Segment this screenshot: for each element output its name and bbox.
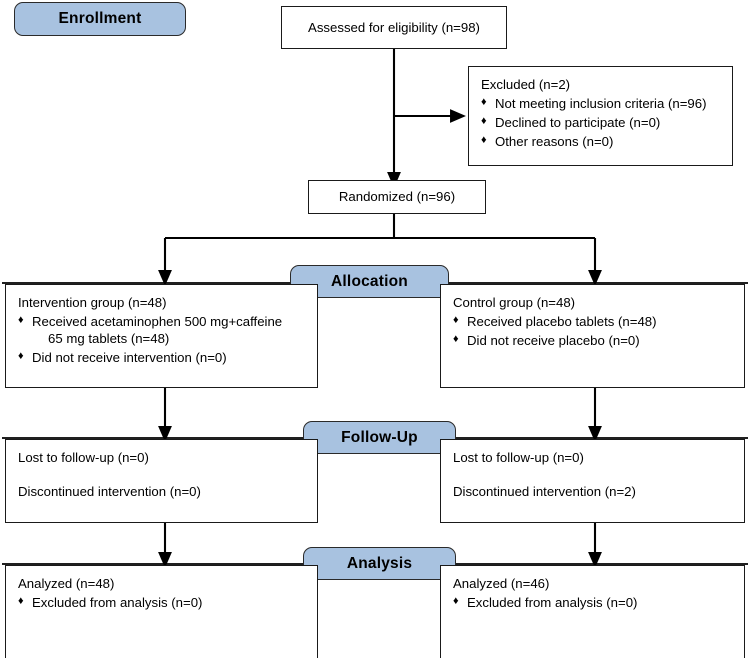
diamond-bullet-icon: ♦ <box>18 350 24 363</box>
list-item: ♦ Did not receive intervention (n=0) <box>18 349 307 366</box>
list-item-label: Did not receive placebo (n=0) <box>467 332 640 348</box>
list-item: ♦ Other reasons (n=0) <box>481 133 722 150</box>
diamond-bullet-icon: ♦ <box>481 95 487 108</box>
box-excluded: Excluded (n=2) ♦ Not meeting inclusion cr… <box>468 66 733 166</box>
box-intervention-analysis: Analyzed (n=48) ♦ Excluded from analysis … <box>5 565 318 658</box>
diamond-bullet-icon: ♦ <box>453 332 459 345</box>
excluded-title: Excluded (n=2) <box>481 77 571 92</box>
stage-label-enrollment: Enrollment <box>58 10 142 27</box>
randomized-title: Randomized (n=96) <box>338 189 456 205</box>
stage-label-followup: Follow-Up <box>341 428 418 446</box>
list-item-label: Received placebo tablets (n=48) <box>467 313 657 329</box>
stage-badge-followup: Follow-Up <box>303 421 456 454</box>
assessed-title: Assessed for eligibility (n=98) <box>308 19 480 35</box>
control-followup-discontinued: Discontinued intervention (n=2) <box>453 484 636 500</box>
box-assessed-for-eligibility: Assessed for eligibility (n=98) <box>281 6 507 49</box>
stage-label-analysis: Analysis <box>346 554 413 572</box>
list-item: ♦ Did not receive placebo (n=0) <box>453 332 734 349</box>
list-item: ♦ Received acetaminophen 500 mg+caffeine <box>18 313 307 330</box>
list-item: ♦ Received placebo tablets (n=48) <box>453 313 734 330</box>
diamond-bullet-icon: ♦ <box>481 133 487 146</box>
diamond-bullet-icon: ♦ <box>18 313 24 326</box>
diamond-bullet-icon: ♦ <box>18 594 24 607</box>
control-analysis-item-list: ♦ Excluded from analysis (n=0) <box>453 594 734 611</box>
stage-badge-analysis: Analysis <box>303 547 456 580</box>
intervention-followup-discontinued: Discontinued intervention (n=0) <box>18 484 201 500</box>
list-item: ♦ Not meeting inclusion criteria (n=96) <box>481 95 722 112</box>
intervention-alloc-item-list: ♦Received acetaminophen 500 mg+caffeine … <box>18 313 307 367</box>
list-item-label: Not meeting inclusion criteria (n=96) <box>495 95 707 111</box>
control-followup-lost: Lost to follow-up (n=0) <box>453 450 584 465</box>
intervention-analysis-title: Analyzed (n=48) <box>18 576 115 591</box>
stage-badge-enrollment: Enrollment <box>14 2 186 36</box>
box-randomized: Randomized (n=96) <box>308 180 486 214</box>
diamond-bullet-icon: ♦ <box>453 313 459 326</box>
diamond-bullet-icon: ♦ <box>481 114 487 127</box>
list-item-label: Declined to participate (n=0) <box>495 114 661 130</box>
control-analysis-title: Analyzed (n=46) <box>453 576 550 591</box>
list-item: ♦ Excluded from analysis (n=0) <box>453 594 734 611</box>
box-control-allocation: Control group (n=48) ♦ Received placebo t… <box>440 284 745 388</box>
stage-label-allocation: Allocation <box>331 272 408 290</box>
box-intervention-followup: Lost to follow-up (n=0) Discontinued int… <box>5 439 318 523</box>
control-alloc-item-list: ♦ Received placebo tablets (n=48) ♦ Did no… <box>453 313 734 349</box>
list-item-label: Excluded from analysis (n=0) <box>32 594 203 610</box>
list-item-label: Received acetaminophen 500 mg+caffeine <box>32 313 283 329</box>
box-control-analysis: Analyzed (n=46) ♦ Excluded from analysis … <box>440 565 745 658</box>
list-item: ♦ Declined to participate (n=0) <box>481 114 722 131</box>
intervention-followup-lost: Lost to follow-up (n=0) <box>18 450 149 465</box>
list-item-label: Excluded from analysis (n=0) <box>467 594 638 610</box>
list-item-label: Did not receive intervention (n=0) <box>32 350 227 366</box>
list-item-label: Other reasons (n=0) <box>495 133 614 149</box>
list-item-continuation: 65 mg tablets (n=48) <box>18 330 307 347</box>
intervention-alloc-title: Intervention group (n=48) <box>18 295 167 310</box>
box-intervention-allocation: Intervention group (n=48) ♦ Received acet… <box>5 284 318 388</box>
diamond-bullet-icon: ♦ <box>453 594 459 607</box>
control-alloc-title: Control group (n=48) <box>453 295 576 310</box>
excluded-item-list: ♦ Not meeting inclusion criteria (n=96) ♦… <box>481 95 722 150</box>
list-item: ♦ Excluded from analysis (n=0) <box>18 594 307 611</box>
intervention-analysis-item-list: ♦ Excluded from analysis (n=0) <box>18 594 307 611</box>
box-control-followup: Lost to follow-up (n=0) Discontinued int… <box>440 439 745 523</box>
list-item-label: 65 mg tablets (n=48) <box>48 331 170 347</box>
